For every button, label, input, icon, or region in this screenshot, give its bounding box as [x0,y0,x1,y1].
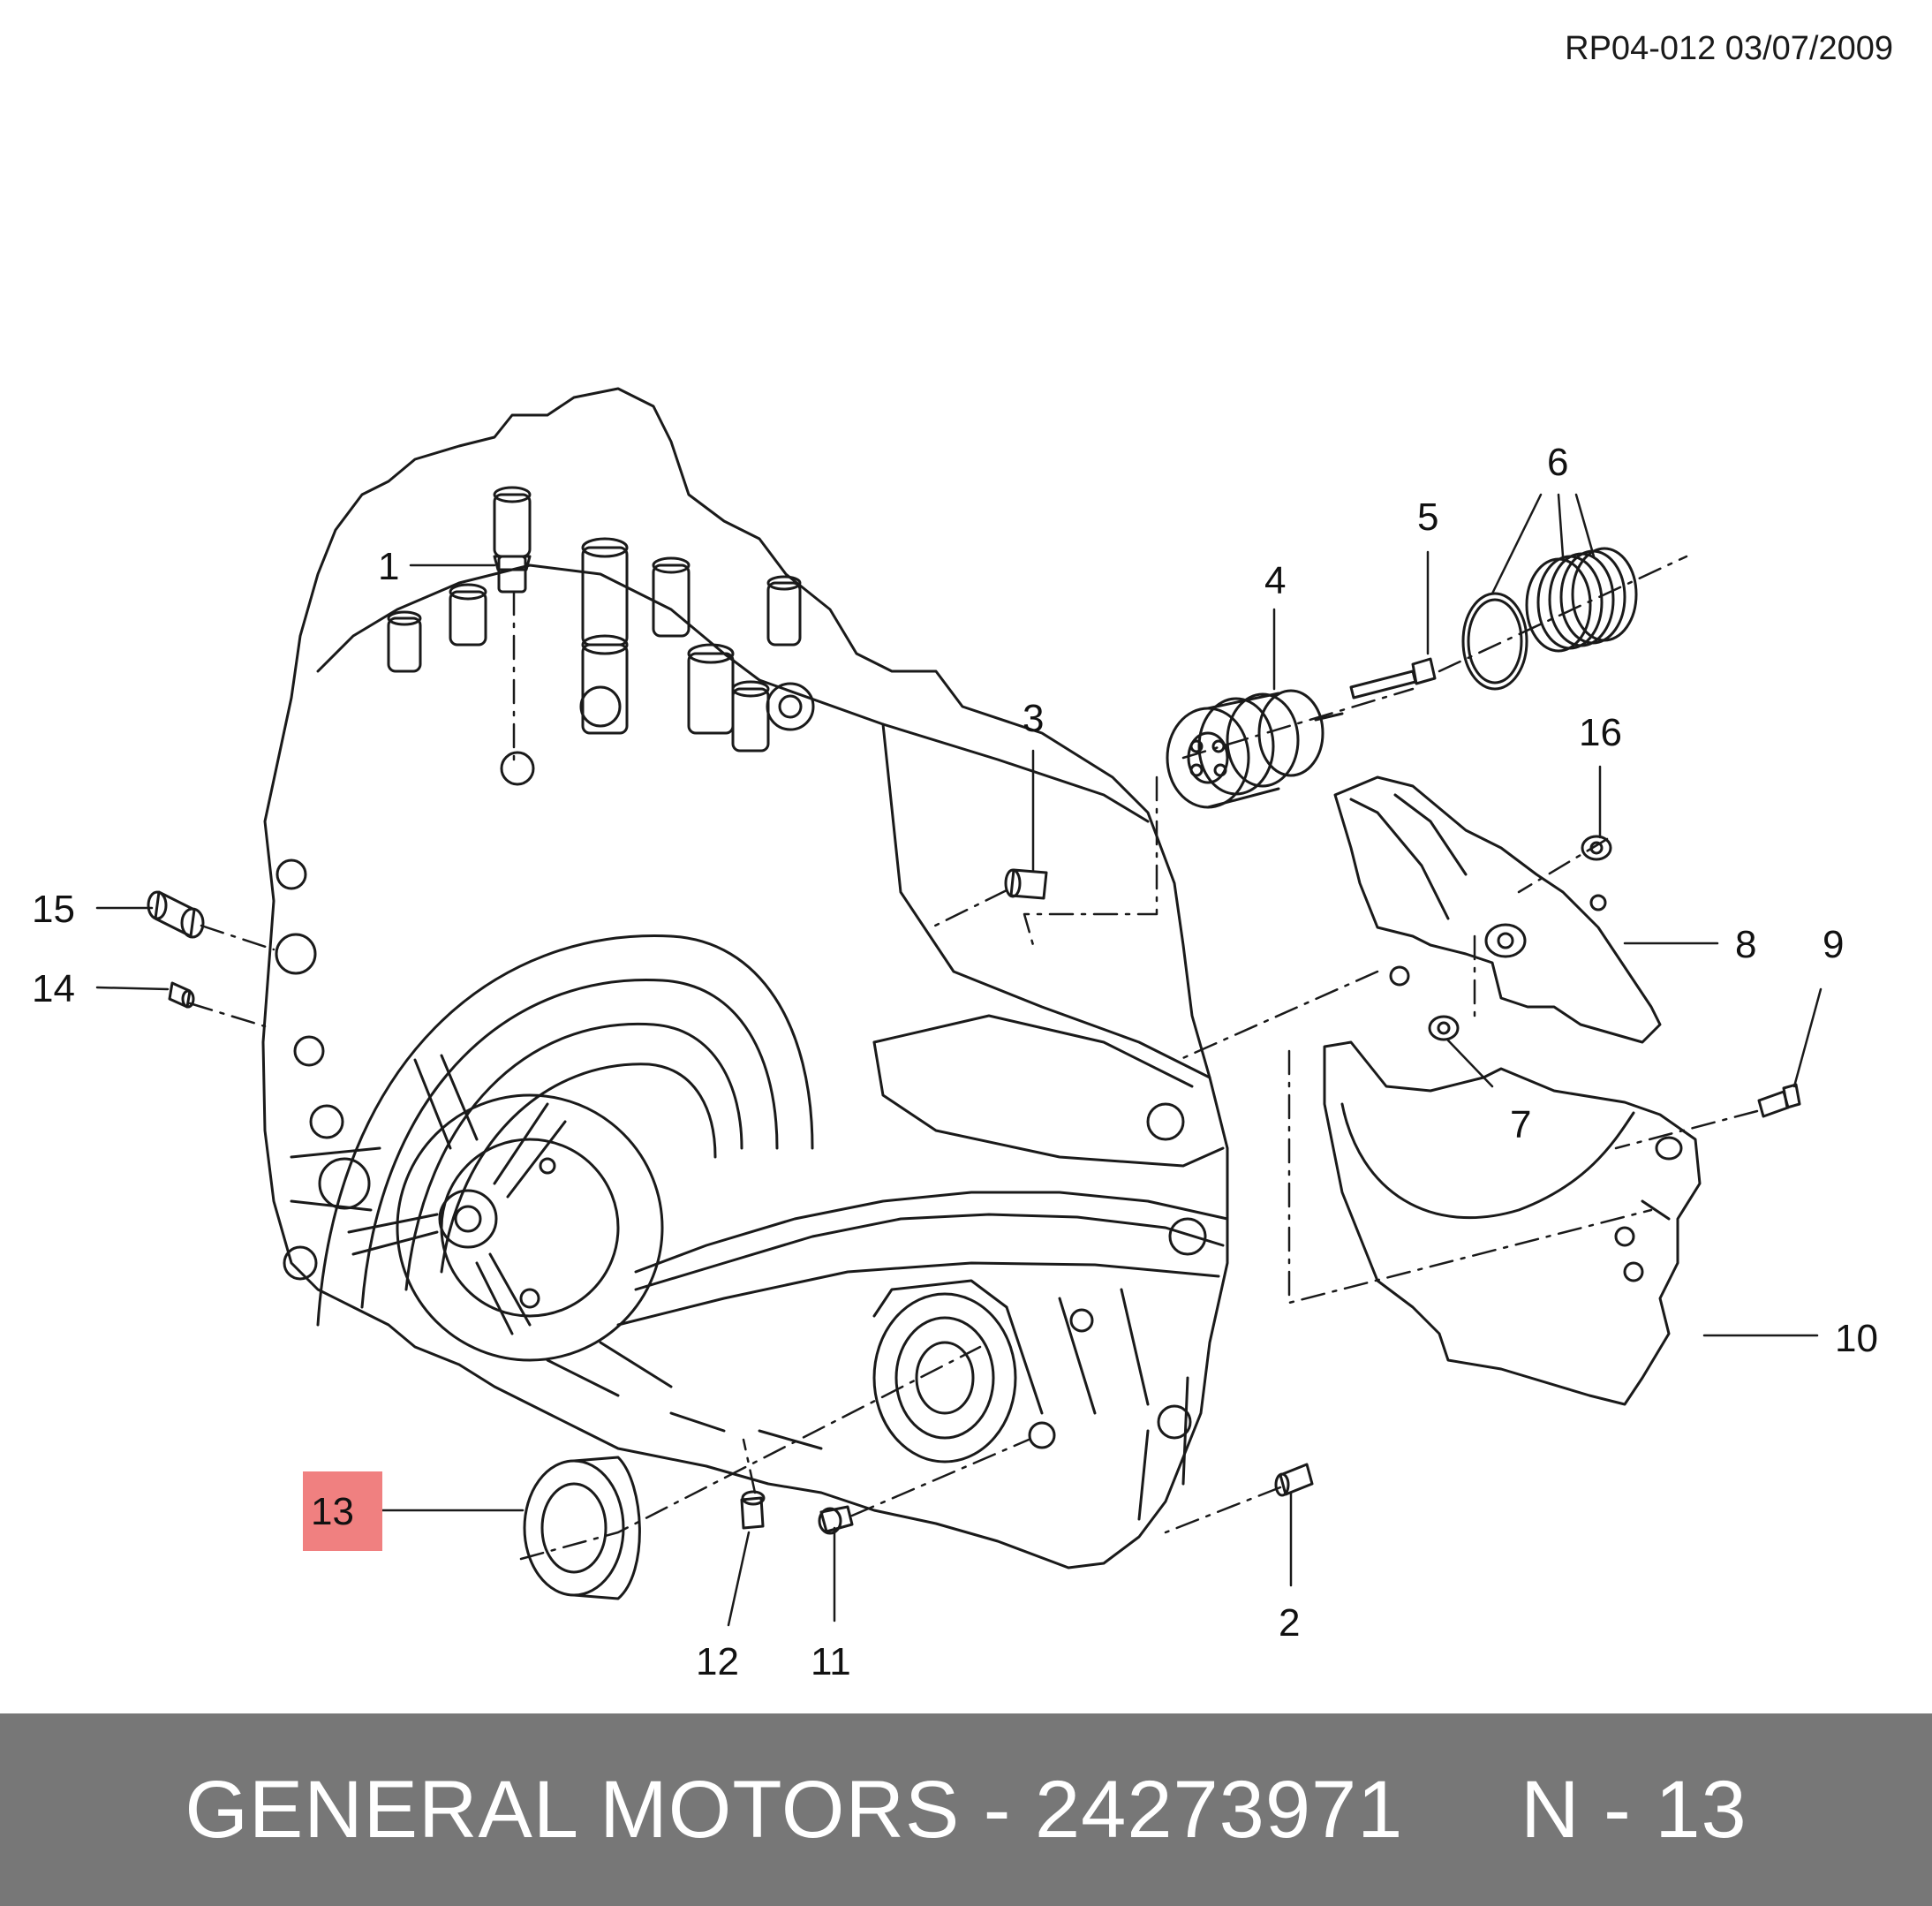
part-1-plug [493,555,532,594]
part-12-plug [740,1490,766,1530]
callout-4: 4 [1264,559,1286,602]
callout-labels: 1 2 3 4 5 6 7 8 9 10 11 12 13 14 15 16 [32,441,1878,1683]
callout-12: 12 [696,1640,739,1683]
exploded-parts-diagram: 1 2 3 4 5 6 7 8 9 10 11 12 13 14 15 16 [32,387,1878,1683]
callout-15: 15 [32,888,75,931]
part-14-pin [168,981,195,1009]
callout-3: 3 [1023,697,1044,740]
part-8-heat-shield [1333,775,1662,1044]
callout-8: 8 [1735,923,1756,966]
part-number-caption: GENERAL MOTORS - 24273971 N - 13 [185,1764,1747,1855]
part-10-shield [1323,1040,1702,1406]
callout-11: 11 [811,1640,851,1683]
callout-6: 6 [1547,441,1568,484]
part-3-dowel [1004,868,1048,900]
part-5-pin [1349,657,1437,700]
part-4-piston [1166,689,1344,809]
callout-5: 5 [1417,495,1438,539]
callout-13: 13 [311,1490,354,1533]
part-9-bolt [1757,1083,1801,1118]
footer-bar: GENERAL MOTORS - 24273971 N - 13 [0,1713,1932,1906]
part-13-seal [523,1456,641,1600]
part-15-sleeve [147,890,205,939]
leader-lines [95,493,1823,1627]
callout-16: 16 [1579,711,1622,754]
callout-10: 10 [1835,1317,1878,1360]
part-7-nut [1428,1015,1460,1041]
callout-1: 1 [378,545,399,588]
callout-9: 9 [1823,923,1844,966]
part-2-dowel [1274,1463,1314,1497]
callout-7: 7 [1510,1103,1531,1146]
diagram-reference-code: RP04-012 03/07/2009 [1565,30,1893,67]
part-6-springs [1461,547,1638,691]
part-11-bolt [818,1505,854,1535]
callout-2: 2 [1279,1601,1300,1645]
alignment-lines [188,555,1759,1561]
transmission-housing [261,387,1229,1569]
callout-14: 14 [32,967,75,1010]
callout-13-highlight [303,1471,382,1551]
